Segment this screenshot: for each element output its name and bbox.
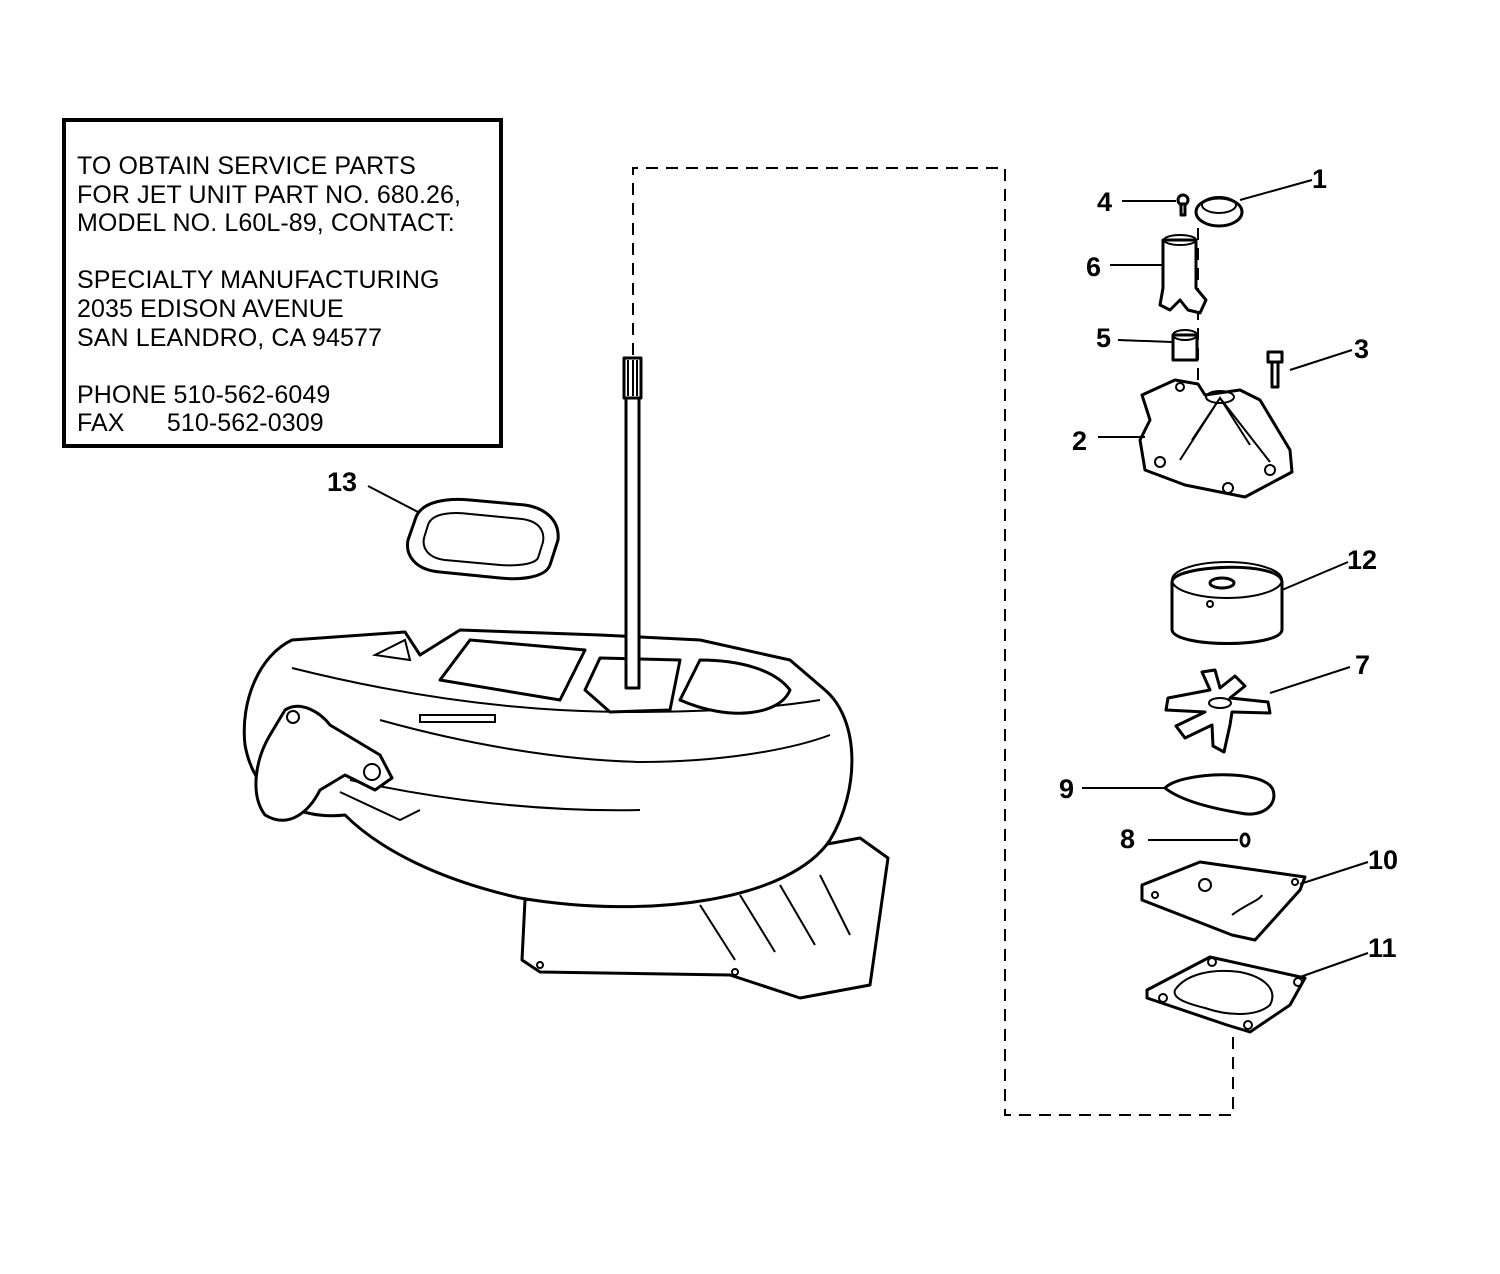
callout-number-3: 3 [1354, 334, 1369, 364]
notice-line: FOR JET UNIT PART NO. 680.26, [77, 180, 462, 209]
drive-shaft [622, 356, 643, 690]
leader-line-13 [367, 485, 419, 513]
callout-number-2: 2 [1072, 426, 1087, 456]
jet-housing [242, 628, 890, 1000]
notice-line: TO OBTAIN SERVICE PARTS [77, 152, 416, 180]
callout-number-4: 4 [1097, 187, 1112, 217]
callout-number-10: 10 [1368, 845, 1398, 875]
notice-line: MODEL NO. L60L-89, CONTACT: [77, 209, 455, 238]
callout-number-7: 7 [1355, 650, 1370, 680]
callout-number-11: 11 [1368, 933, 1397, 963]
part-7-impeller [1164, 668, 1272, 754]
callout-number-1: 1 [1312, 164, 1327, 194]
callout-number-8: 8 [1120, 824, 1135, 854]
part-3-bolt [1266, 350, 1284, 389]
part-12-impeller-cup [1170, 561, 1284, 645]
part-4-screw [1176, 193, 1190, 217]
callout-number-5: 5 [1096, 323, 1111, 353]
leader-line-12 [1281, 561, 1349, 591]
part-5-bushing [1171, 329, 1199, 362]
assembly-dashed-line [632, 167, 1234, 1116]
callout-number-13: 13 [327, 467, 357, 497]
leader-line-7 [1269, 666, 1351, 694]
part-10-plate [1140, 860, 1307, 942]
leader-line-11 [1299, 952, 1369, 978]
part-6-tube [1158, 234, 1208, 315]
leader-line-1 [1239, 179, 1313, 201]
part-1-cap [1194, 196, 1244, 228]
callout-number-6: 6 [1086, 252, 1101, 282]
callout-number-9: 9 [1059, 774, 1074, 804]
service-parts-notice: TO OBTAIN SERVICE PARTS FOR JET UNIT PAR… [62, 118, 503, 448]
leader-line-5 [1117, 339, 1173, 343]
part-11-gasket-plate [1145, 955, 1307, 1034]
notice-line: SPECIALTY MANUFACTURING [77, 266, 440, 295]
part-2-pump-housing [1138, 378, 1294, 499]
notice-line: FAX 510-562-0309 [77, 409, 324, 438]
notice-line: PHONE 510-562-6049 [77, 380, 331, 409]
leader-line-10 [1299, 861, 1369, 885]
notice-line: 2035 EDISON AVENUE [77, 294, 344, 323]
notice-line: SAN LEANDRO, CA 94577 [77, 323, 383, 352]
part-13-seal-ring [405, 497, 560, 581]
part-9-gasket [1163, 773, 1276, 816]
callout-number-12: 12 [1347, 545, 1377, 575]
part-8-pin [1239, 832, 1251, 848]
leader-line-3 [1289, 349, 1353, 371]
